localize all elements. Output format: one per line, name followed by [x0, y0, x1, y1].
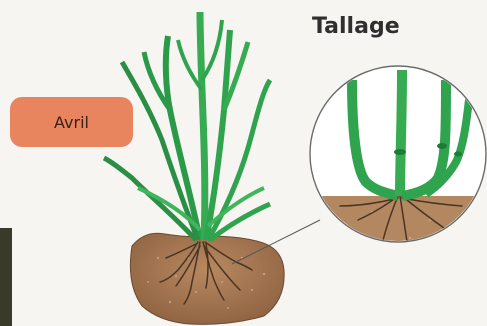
zoom-circle	[300, 66, 487, 266]
stage-title: Tallage	[312, 14, 412, 44]
month-badge: Avril	[10, 97, 133, 147]
month-label: Avril	[54, 113, 89, 132]
